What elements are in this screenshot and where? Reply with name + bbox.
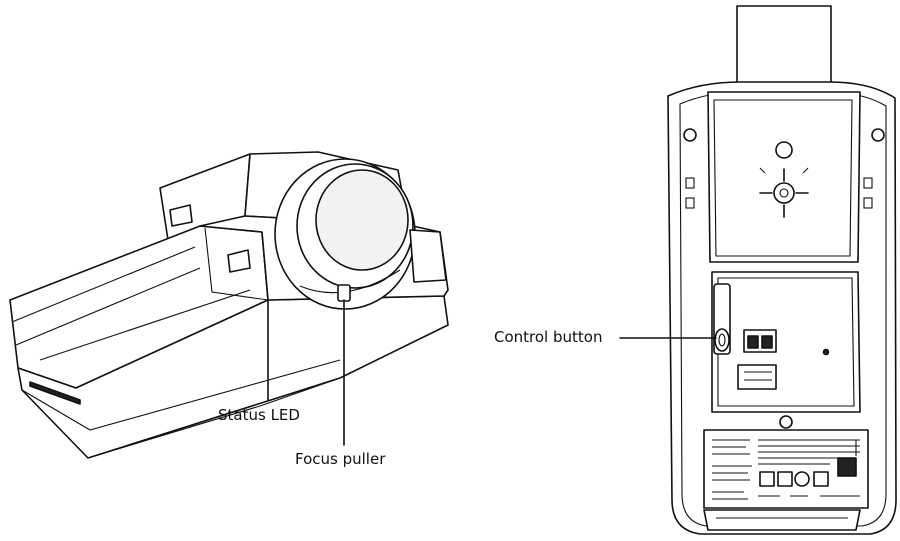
control-button-label: Control button [494, 328, 603, 346]
focus-puller-label: Focus puller [295, 450, 386, 468]
camera-rear-view [619, 5, 897, 535]
camera-front-view [9, 151, 449, 459]
status-led-label: Status LED [218, 406, 300, 424]
